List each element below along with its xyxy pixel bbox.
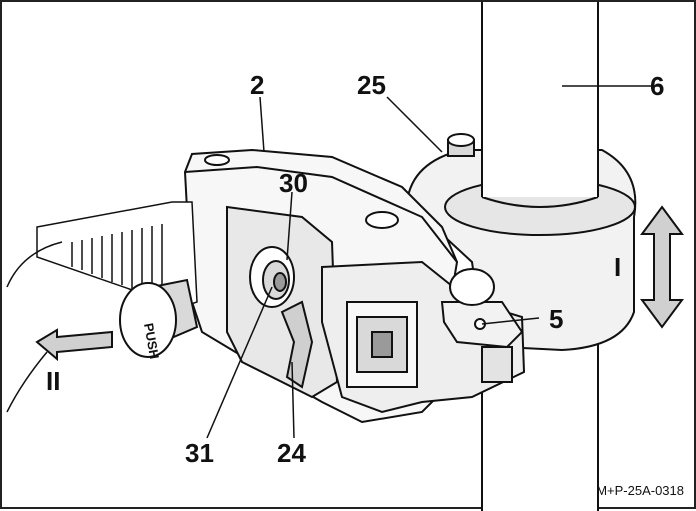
leader-lines (206, 85, 662, 439)
callout-5: 5 (549, 304, 564, 334)
arrow-I (640, 205, 684, 329)
callout-II: II (46, 366, 61, 396)
callout-25: 25 (357, 70, 386, 100)
callout-31: 31 (185, 438, 214, 468)
reference-code: M+P-25A-0318 (596, 483, 684, 498)
arrow-II (35, 328, 113, 362)
callout-6: 6 (650, 71, 665, 101)
slotted-bracket (6, 201, 198, 413)
callout-30: 30 (279, 168, 308, 198)
callout-I: I (614, 252, 622, 282)
push-label: PUSH (141, 322, 162, 360)
push-button-cap (119, 278, 199, 358)
callout-24: 24 (277, 438, 306, 468)
callout-2: 2 (250, 70, 265, 100)
locking-clip (321, 260, 526, 414)
post-collar (405, 102, 637, 352)
